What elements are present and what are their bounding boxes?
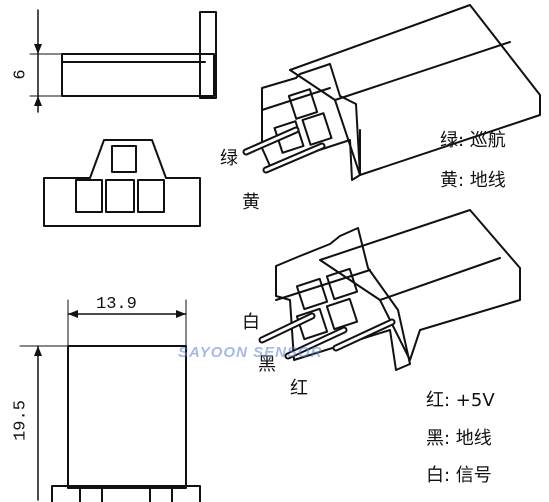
side-view	[29, 9, 217, 113]
connector-3d-bottom	[258, 209, 521, 371]
legend-black-ground: 黑: 地线	[426, 428, 492, 449]
top-view	[19, 299, 201, 502]
front-window-top	[111, 145, 137, 173]
legend-yellow-ground: 黄: 地线	[440, 170, 506, 191]
side-view-body	[61, 53, 215, 97]
wire-label-red: 红	[290, 378, 308, 399]
connector-3d-top	[242, 4, 541, 181]
side-view-flange	[199, 11, 217, 99]
legend-green-cruise: 绿: 巡航	[440, 130, 506, 151]
front-window-right	[137, 179, 165, 213]
legend-white-signal: 白: 信号	[426, 465, 492, 486]
watermark-logo: SAYOON SENSOR	[178, 344, 323, 361]
front-window-middle	[105, 179, 135, 213]
front-view	[43, 139, 201, 227]
bottom-connector-face	[275, 227, 411, 371]
dimension-label-19-5: 19.5	[11, 400, 31, 441]
wire-label-green: 绿	[220, 148, 238, 169]
dimension-label-6: 6	[11, 69, 31, 80]
wire-label-yellow: 黄	[242, 192, 260, 213]
bottom-connector-body	[319, 209, 521, 361]
front-window-left	[75, 179, 103, 213]
legend-red-5v: 红: +5V	[426, 390, 495, 411]
front-view-outline	[43, 139, 201, 227]
top-connector-face	[261, 63, 361, 181]
top-view-body	[67, 345, 187, 489]
dimension-label-13-9: 13.9	[96, 295, 137, 314]
wire-label-white: 白	[242, 312, 260, 333]
wire-label-black: 黑	[258, 354, 276, 375]
